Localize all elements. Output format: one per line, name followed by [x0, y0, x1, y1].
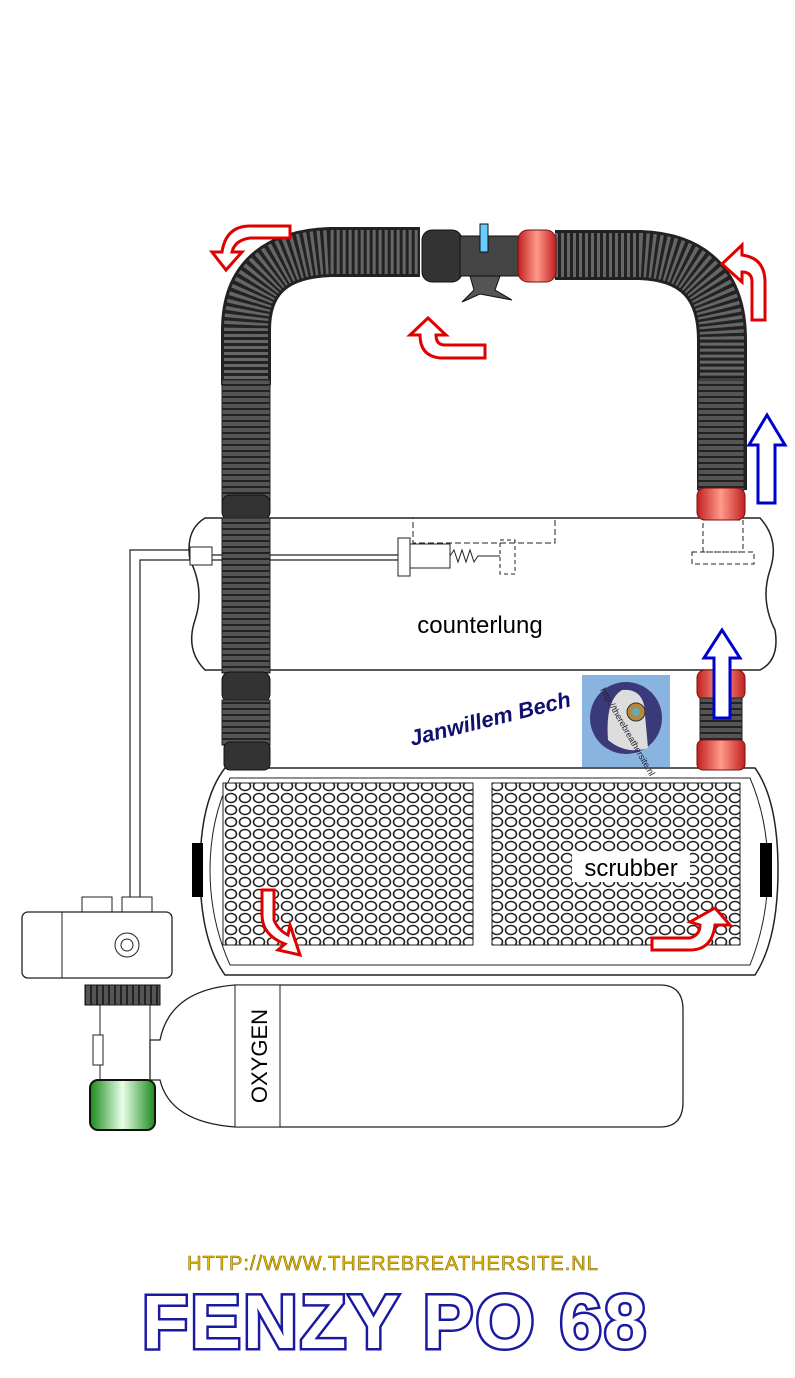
oxygen-label: OXYGEN [247, 1009, 272, 1103]
arrow-icon [208, 224, 292, 273]
inhale-flow-arrows [208, 224, 767, 958]
exhale-flow-arrows [701, 412, 788, 720]
author-signature: Janwillem Bech [407, 687, 573, 751]
footer-title: FENZY PO 68 [142, 1280, 648, 1365]
counterlung: counterlung [188, 517, 777, 671]
mouthpiece [421, 223, 557, 303]
counterlung-label: counterlung [417, 612, 542, 639]
arrow-icon [701, 627, 743, 720]
arrow-icon [406, 315, 487, 360]
scrubber-label: scrubber [584, 855, 677, 882]
oxygen-cylinder: OXYGEN [149, 984, 684, 1128]
arrow-icon [746, 412, 788, 505]
breathing-hoses [221, 227, 747, 771]
arrow-icon [650, 906, 734, 952]
arrow-icon [260, 888, 303, 958]
regulator [21, 896, 173, 1131]
site-logo: http://therebreathersite.nl [582, 675, 670, 778]
arrow-icon [719, 241, 767, 322]
footer-url: HTTP://WWW.THEREBREATHERSITE.NL [187, 1253, 599, 1275]
